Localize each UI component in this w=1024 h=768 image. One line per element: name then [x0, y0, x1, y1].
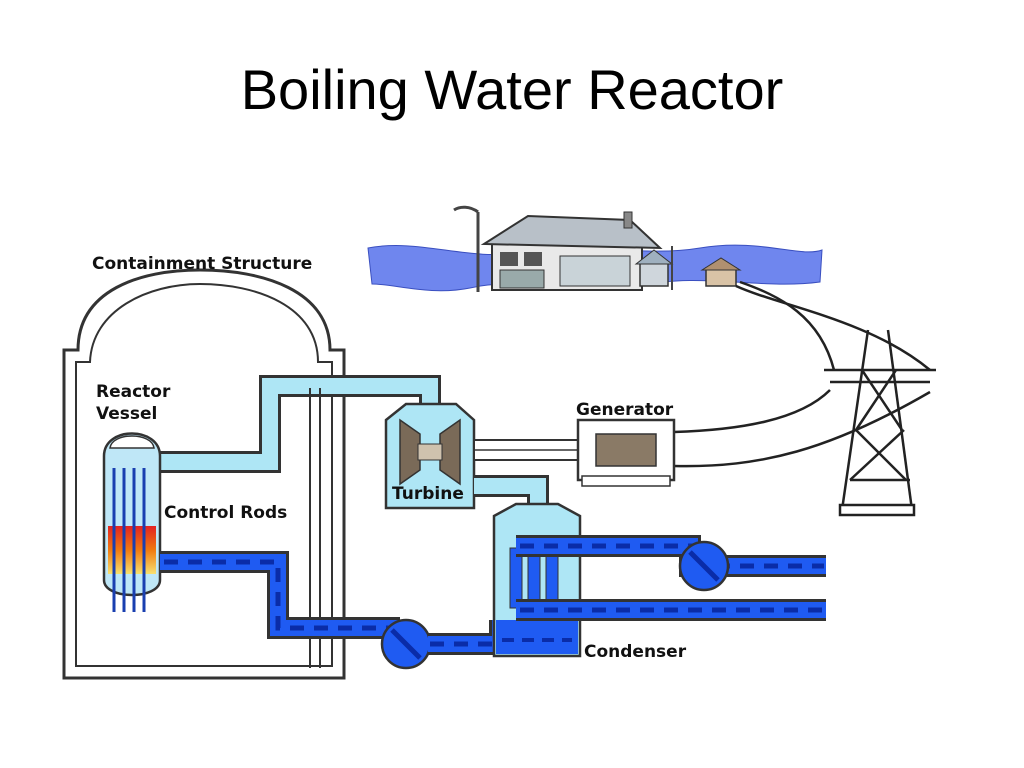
reactor-label-line2: Vessel	[96, 404, 157, 424]
house-main-roof	[480, 214, 663, 250]
generator-label: Generator	[576, 400, 674, 420]
turbine	[384, 402, 476, 510]
reactor-vessel	[102, 432, 162, 612]
house-small-2	[705, 267, 737, 287]
house-small-1	[639, 261, 669, 287]
slide-title: Boiling Water Reactor	[240, 58, 784, 121]
transmission-tower	[673, 280, 936, 517]
town-scene	[367, 205, 823, 292]
generator	[576, 418, 676, 487]
reactor-label-line1: Reactor	[96, 382, 171, 402]
turbine-label: Turbine	[392, 484, 464, 504]
condenser	[492, 502, 582, 658]
control-rods-label: Control Rods	[164, 503, 287, 523]
containment-label: Containment Structure	[92, 254, 312, 274]
condenser-label: Condenser	[584, 642, 687, 662]
